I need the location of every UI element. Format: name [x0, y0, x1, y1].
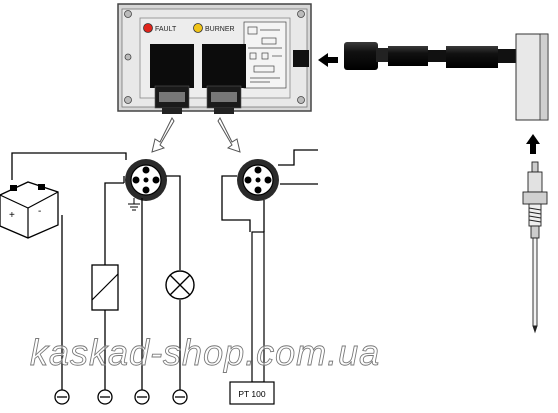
arrow-up-icon — [526, 134, 540, 154]
svg-text:-: - — [38, 206, 41, 217]
burner-label: BURNER — [205, 26, 235, 33]
valve-coil-icon — [91, 264, 119, 311]
power-wiring — [11, 152, 181, 392]
battery-icon: + - — [0, 181, 59, 239]
svg-text:+: + — [9, 210, 15, 221]
screw-icon — [124, 96, 132, 104]
plug-arrows — [151, 117, 241, 153]
screw-icon — [124, 53, 132, 61]
connector-plug-power — [150, 44, 194, 114]
connector-socket-left — [125, 159, 167, 201]
temperature-probe — [522, 161, 548, 334]
watermark-text: kaskad-shop.com.ua — [30, 332, 380, 373]
panel-symbols — [243, 21, 287, 89]
controller-unit: FAULT BURNER — [117, 3, 312, 114]
lamp-icon — [165, 270, 195, 300]
screw-icon — [297, 10, 305, 18]
screw-icon — [124, 10, 132, 18]
sensor-wiring — [221, 149, 318, 232]
ground-terminals — [54, 389, 188, 405]
pt100-label: PT 100 — [238, 389, 266, 399]
connector-plug-sensor — [202, 44, 246, 114]
burner-led-icon — [193, 23, 203, 33]
arrow-left-icon — [318, 53, 338, 67]
ground-icon — [128, 198, 140, 211]
screw-icon — [297, 96, 305, 104]
fault-label: FAULT — [155, 26, 177, 33]
fault-led-icon — [143, 23, 153, 33]
pt100-sensor: PT 100 — [229, 231, 275, 405]
sensor-cable — [344, 42, 516, 70]
connector-socket-right — [237, 159, 279, 201]
sensor-socket — [293, 50, 309, 67]
sensor-head — [515, 33, 549, 121]
